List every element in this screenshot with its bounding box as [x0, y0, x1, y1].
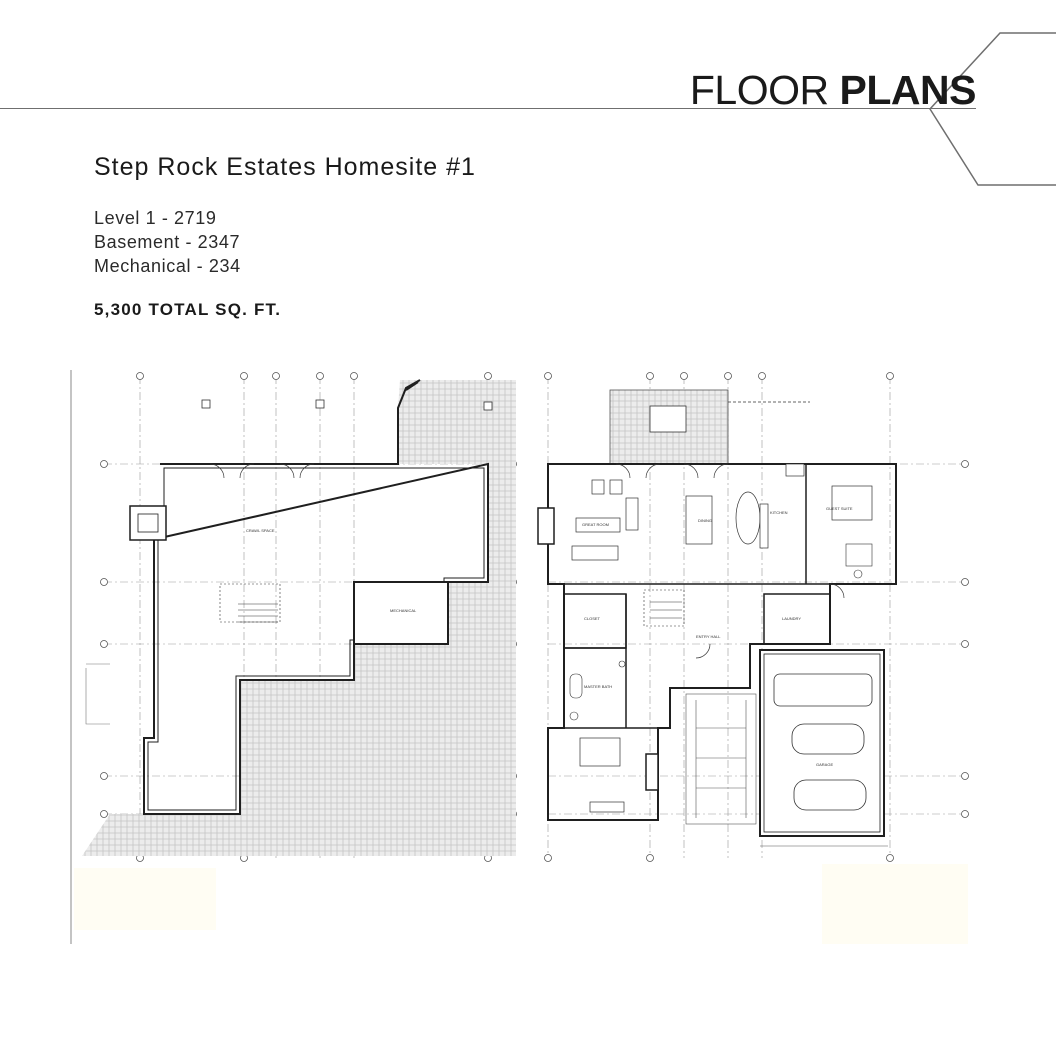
svg-text:MASTER BATH: MASTER BATH [584, 684, 612, 689]
page-heading: FLOOR PLANS [689, 66, 977, 114]
level-item: Basement - 2347 [94, 232, 241, 252]
level-item: Mechanical - 234 [94, 256, 241, 276]
svg-text:KITCHEN: KITCHEN [770, 510, 788, 515]
level-item: Level 1 - 2719 [94, 208, 217, 228]
heading-bold: PLANS [839, 67, 977, 113]
heading-light: FLOOR [689, 67, 840, 113]
svg-text:GREAT ROOM: GREAT ROOM [582, 522, 609, 527]
floor-plan-drawing: MECHANICAL CRAWL SPACE [70, 370, 969, 944]
svg-text:CRAWL SPACE: CRAWL SPACE [246, 528, 275, 533]
svg-text:ENTRY HALL: ENTRY HALL [696, 634, 721, 639]
svg-text:CLOSET: CLOSET [584, 616, 601, 621]
svg-text:GARAGE: GARAGE [816, 762, 833, 767]
property-title: Step Rock Estates Homesite #1 [94, 153, 476, 181]
svg-text:LAUNDRY: LAUNDRY [782, 616, 801, 621]
svg-text:DINING: DINING [698, 518, 712, 523]
level-list: Level 1 - 2719 Basement - 2347 Mechanica… [94, 206, 241, 278]
svg-text:GUEST SUITE: GUEST SUITE [826, 506, 853, 511]
total-square-feet: 5,300 TOTAL SQ. FT. [94, 300, 282, 319]
header-rule [0, 108, 976, 109]
svg-text:MECHANICAL: MECHANICAL [390, 608, 417, 613]
